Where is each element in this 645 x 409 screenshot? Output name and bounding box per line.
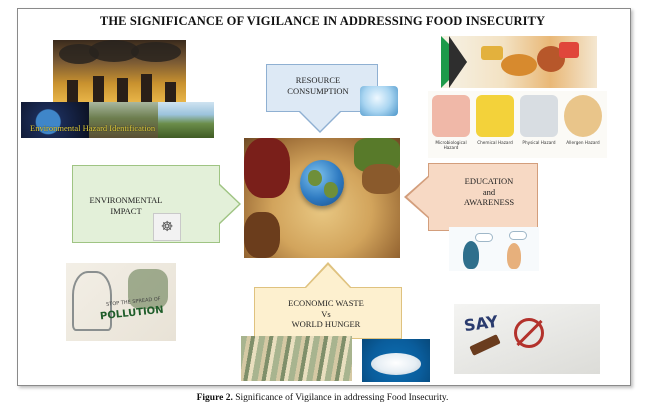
resource-consumption-box [266, 64, 378, 112]
empty-plate-image [362, 339, 430, 382]
caption-label: Figure 2. [196, 393, 233, 403]
water-drop-image [360, 86, 398, 116]
economic-waste-label: ECONOMIC WASTE Vs WORLD HUNGER [288, 298, 364, 330]
fast-food-image [441, 36, 597, 88]
resource-consumption-label: RESOURCE CONSUMPTION [287, 75, 349, 96]
piggy-bank-icon: ☸ [153, 213, 181, 241]
figure-caption: Figure 2. Significance of Vigilance in a… [0, 393, 645, 403]
figure-title: THE SIGNIFICANCE OF VIGILANCE IN ADDRESS… [99, 14, 546, 28]
factory-pollution-image [53, 40, 186, 102]
food-hazards-image: Microbiological Hazard Chemical Hazard P… [428, 91, 607, 158]
earth-hazard-image [21, 102, 89, 138]
globe-icon [300, 160, 344, 206]
environmental-impact-label: ENVIRONMENTAL IMPACT [89, 195, 163, 216]
discussion-illustration [449, 227, 539, 271]
caption-text: Significance of Vigilance in addressing … [235, 393, 449, 403]
hazard-label-microbiological: Microbiological Hazard [435, 140, 467, 150]
hazard-label-physical: Physical Hazard [522, 140, 556, 145]
hazard-label-allergen: Allergen Hazard [566, 140, 600, 145]
gavel-icon [469, 334, 501, 356]
landscape-image [158, 102, 214, 138]
hazard-label-chemical: Chemical Hazard [477, 140, 513, 145]
landfill-image [89, 102, 158, 138]
money-stacks-image [241, 336, 352, 381]
central-globe-grains-image [244, 138, 400, 258]
protest-text: SAY [462, 311, 500, 336]
education-awareness-label: EDUCATION and AWARENESS [463, 176, 515, 208]
hazard-identification-caption: Environmental Hazard Identification [30, 123, 156, 133]
pollution-drawing-image: STOP THE SPREAD OF POLLUTION [66, 263, 176, 341]
say-no-corruption-image: SAY [454, 304, 600, 374]
